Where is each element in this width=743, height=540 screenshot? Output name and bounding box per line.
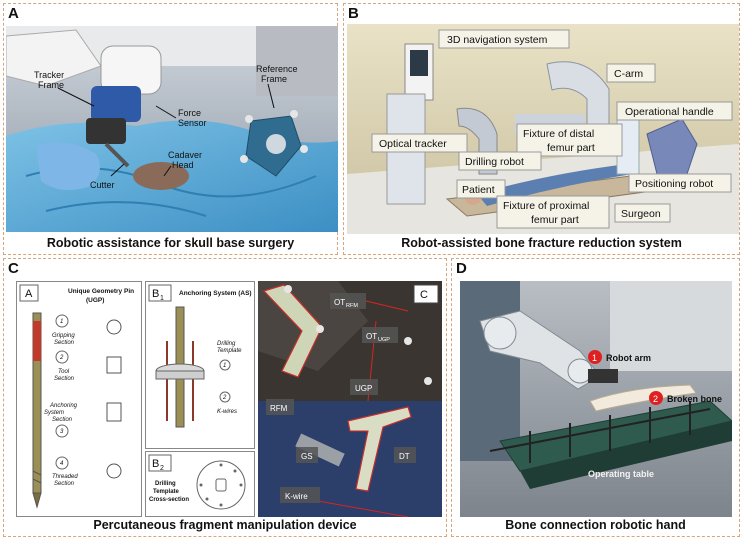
- ugp-title-2: (UGP): [86, 297, 104, 304]
- anchoring-system-diagram: B 1 Anchoring System (AS) Drilling Templ…: [145, 281, 255, 449]
- label-operating-table: Operating table: [588, 469, 654, 479]
- label-reference-frame-2: Frame: [261, 74, 287, 84]
- fracture-reduction-illustration: 3D navigation system C-arm Operational h…: [347, 24, 739, 234]
- panel-caption: Robotic assistance for skull base surger…: [46, 236, 295, 250]
- ugp-section-1b: Section: [54, 340, 75, 346]
- label-tracker-frame: Tracker: [34, 70, 64, 80]
- ugp-section-3b: System: [44, 410, 64, 416]
- panel-letter: C: [8, 260, 19, 277]
- sub-letter-a: A: [25, 288, 33, 300]
- panel-b: B 3D navigation system: [343, 3, 740, 255]
- label-fixture-proximal: Fixture of proximal: [503, 200, 589, 212]
- label-rfm: RFM: [270, 404, 288, 413]
- label-fixture-distal: Fixture of distal: [523, 128, 594, 140]
- robot-arm-num: 1: [592, 353, 597, 363]
- sub-letter-c: C: [420, 289, 428, 301]
- label-force-sensor-2: Sensor: [178, 118, 207, 128]
- label-k-wire: K-wire: [285, 492, 308, 501]
- sub-letter-b1-sub: 1: [160, 295, 164, 302]
- anchoring-item-2: K-wires: [217, 409, 237, 415]
- label-cadaver-head-2: Head: [172, 160, 194, 170]
- ugp-section-4b: Section: [54, 481, 75, 487]
- label-positioning-robot: Positioning robot: [635, 178, 713, 190]
- broken-bone-num: 2: [653, 394, 658, 404]
- label-gs: GS: [301, 452, 313, 461]
- label-3d-navigation: 3D navigation system: [447, 34, 548, 46]
- ugp-section-2: Tool: [58, 369, 70, 375]
- panel-caption: Bone connection robotic hand: [505, 518, 686, 532]
- ugp-section-2b: Section: [54, 376, 75, 382]
- ugp-title: Unique Geometry Pin: [68, 288, 134, 295]
- label-fixture-distal-2: femur part: [547, 142, 595, 154]
- label-c-arm: C-arm: [614, 68, 643, 80]
- label-surgeon: Surgeon: [621, 208, 661, 220]
- label-operational-handle: Operational handle: [625, 106, 714, 118]
- label-ot-rfm-sub: RFM: [346, 303, 358, 309]
- label-robot-arm: Robot arm: [606, 353, 651, 363]
- label-force-sensor: Force: [178, 108, 201, 118]
- ugp-section-4: Threaded: [52, 474, 78, 480]
- panel-caption: Robot-assisted bone fracture reduction s…: [401, 236, 682, 250]
- anchoring-title: Anchoring System (AS): [179, 290, 252, 297]
- skull-base-surgery-photo: Tracker Frame Force Sensor Reference Fra…: [6, 26, 338, 232]
- panel-letter: B: [348, 5, 359, 22]
- label-cutter: Cutter: [90, 180, 115, 190]
- label-ot-rfm: OT: [334, 298, 345, 307]
- label-ot-ugp: OT: [366, 332, 377, 341]
- panel-d: D 1 Robot arm 2 Broken bone: [451, 258, 740, 537]
- label-ot-ugp-sub: UGP: [378, 337, 390, 343]
- label-cadaver-head: Cadaver: [168, 150, 202, 160]
- ugp-diagram: A Unique Geometry Pin (UGP) 1 Gripping S…: [16, 281, 142, 517]
- label-patient: Patient: [462, 184, 495, 196]
- label-reference-frame: Reference: [256, 64, 298, 74]
- panel-letter: D: [456, 260, 467, 277]
- sub-letter-b1: B: [152, 288, 159, 300]
- panel-c: C A Unique Geometry Pin (UGP) 1 Gripping…: [3, 258, 447, 537]
- ugp-section-3-num: 3: [60, 429, 64, 435]
- template-cross-section: B 2 Drilling Template Cross-section: [145, 451, 255, 517]
- ugp-section-1-num: 1: [60, 319, 63, 325]
- ugp-section-3: Anchoring: [49, 403, 78, 409]
- label-tracker-frame-2: Frame: [38, 80, 64, 90]
- ugp-section-4-num: 4: [60, 461, 64, 467]
- label-ugp: UGP: [355, 384, 372, 393]
- label-drilling-robot: Drilling robot: [465, 156, 524, 168]
- panel-a: A: [3, 3, 338, 255]
- anchoring-item-1b: Template: [217, 348, 242, 354]
- template-title-2: Template: [153, 489, 180, 495]
- label-optical-tracker: Optical tracker: [379, 138, 447, 150]
- panel-letter: A: [8, 5, 19, 22]
- sub-letter-b2-sub: 2: [160, 465, 164, 472]
- template-title: Drilling: [155, 481, 176, 487]
- label-broken-bone: Broken bone: [667, 394, 722, 404]
- ugp-section-2-num: 2: [59, 355, 64, 361]
- label-fixture-proximal-2: femur part: [531, 214, 579, 226]
- ugp-section-1: Gripping: [52, 333, 75, 339]
- template-title-3: Cross-section: [149, 497, 189, 503]
- label-dt: DT: [399, 452, 410, 461]
- anchoring-item-2-num: 2: [222, 395, 227, 401]
- sub-letter-b2: B: [152, 458, 159, 470]
- panel-caption: Percutaneous fragment manipulation devic…: [93, 518, 357, 532]
- anchoring-item-1: Drilling: [217, 341, 236, 347]
- robotic-hand-photo: 1 Robot arm 2 Broken bone Operating tabl…: [460, 281, 732, 517]
- device-photo: C OT RFM OT UGP UGP RFM GS DT K-wire: [258, 281, 442, 517]
- anchoring-item-1-num: 1: [223, 363, 226, 369]
- ugp-section-3c: Section: [52, 417, 73, 423]
